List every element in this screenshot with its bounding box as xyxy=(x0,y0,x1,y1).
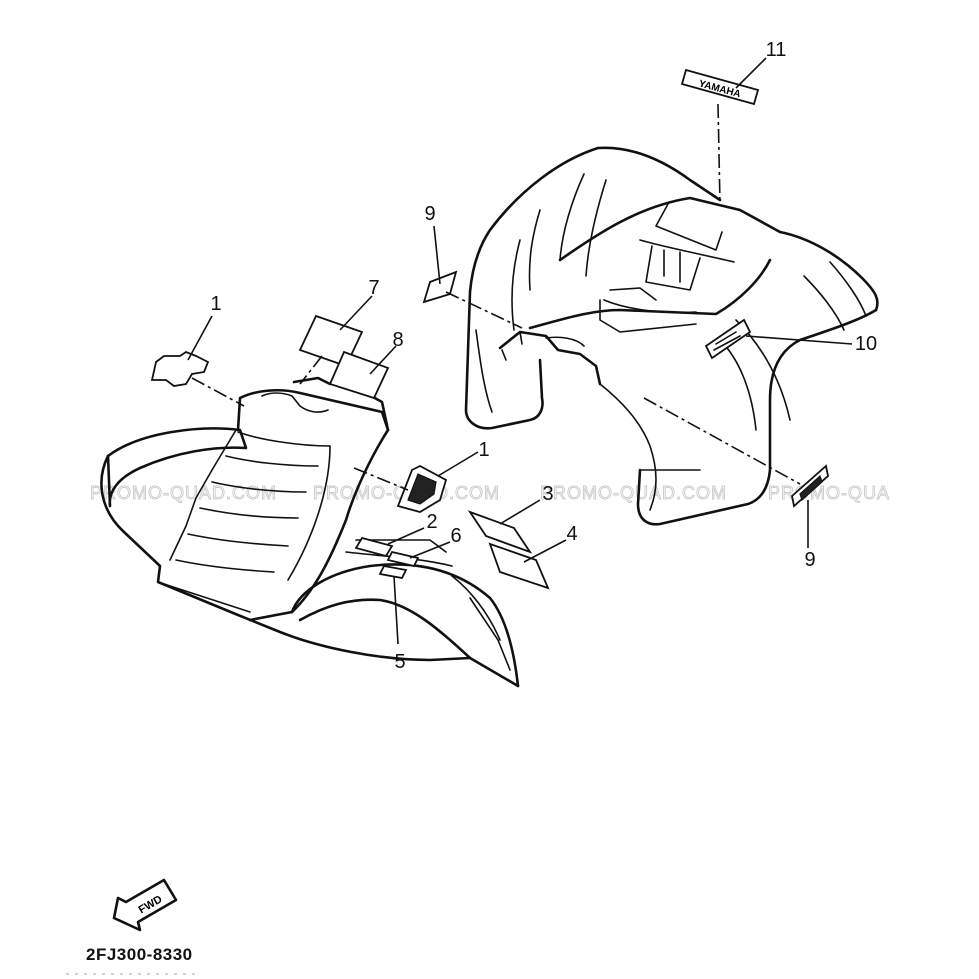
callout-7: 7 xyxy=(368,277,379,299)
decal-6 xyxy=(386,550,420,568)
callout-11: 11 xyxy=(766,39,787,61)
callout-9-upper: 9 xyxy=(424,203,435,225)
decal-2 xyxy=(354,536,394,558)
rear-fender xyxy=(464,146,879,526)
front-fender xyxy=(100,376,520,688)
callout-4: 4 xyxy=(566,523,577,545)
callout-8: 8 xyxy=(392,329,403,351)
callout-6: 6 xyxy=(450,525,461,547)
fwd-label: FWD xyxy=(137,893,165,916)
decal-10 xyxy=(704,318,752,360)
decal-9-lower xyxy=(791,464,829,508)
part-code-label: 2FJ300-8330 xyxy=(86,945,193,964)
callout-1-center: 1 xyxy=(478,439,489,461)
watermark-3: PROMO-QUAD.COM xyxy=(540,483,727,503)
leader-lines xyxy=(187,57,853,645)
callout-9-lower: 9 xyxy=(804,549,815,571)
callout-2: 2 xyxy=(426,511,437,533)
callout-3: 3 xyxy=(542,483,553,505)
decal-11-yamaha: YAMAHA xyxy=(680,68,760,106)
decal-5 xyxy=(378,564,408,580)
watermark-4: PROMO-QUA xyxy=(768,483,890,503)
decal-8 xyxy=(328,350,390,400)
decal-1-center xyxy=(396,464,448,513)
decal-1-left xyxy=(150,350,210,387)
decal-4 xyxy=(488,542,550,590)
watermark-1: PROMO-QUAD.COM xyxy=(90,483,277,503)
callout-1-left: 1 xyxy=(210,293,221,315)
fwd-arrow-icon: FWD xyxy=(112,878,178,932)
callout-5: 5 xyxy=(394,651,405,673)
decal-3 xyxy=(467,510,533,554)
callout-10: 10 xyxy=(855,333,877,355)
